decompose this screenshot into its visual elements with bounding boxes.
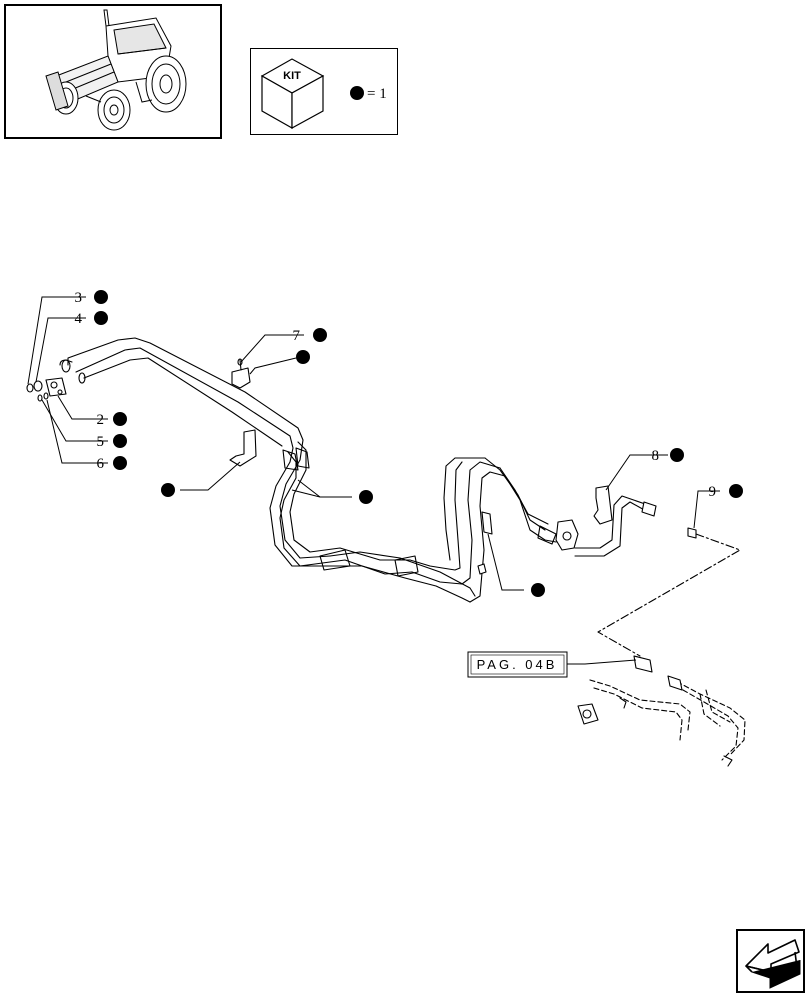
- kit-dot-marker-icon: [350, 86, 364, 100]
- pipe-fitting-end: [641, 501, 657, 517]
- reference-assembly-parts: [577, 675, 733, 767]
- kit-label: KIT: [283, 70, 301, 82]
- kit-dot-marker-icon: [113, 412, 127, 426]
- callout-label-6: 6: [97, 456, 105, 472]
- union-9: [687, 527, 697, 539]
- callout-label-5: 5: [97, 434, 105, 450]
- kit-dot-marker-icon: [94, 311, 108, 325]
- kit-box-icon: [260, 58, 325, 130]
- kit-dot-marker-icon: [161, 483, 175, 497]
- callout-label-2: 2: [97, 412, 105, 428]
- connector-pag: [633, 655, 653, 673]
- kit-dot-marker-icon: [94, 290, 108, 304]
- kit-dot-marker-icon: [359, 490, 373, 504]
- dashed-connection: [597, 533, 741, 657]
- callout-label-4: 4: [75, 311, 83, 327]
- tractor-thumbnail-frame: [4, 4, 222, 139]
- hose-sleeves: [282, 447, 557, 577]
- kit-dot-marker-icon: [296, 350, 310, 364]
- kit-dot-marker-icon: [313, 328, 327, 342]
- next-page-arrow-icon[interactable]: [736, 929, 805, 993]
- page-reference-box[interactable]: PAG. 04B: [467, 651, 568, 678]
- callout-label-3: 3: [75, 290, 83, 306]
- page-reference-label: PAG. 04B: [477, 657, 558, 672]
- kit-legend-frame: [250, 48, 398, 135]
- o-ring-3: [26, 383, 34, 393]
- banjo-fitting: [555, 519, 579, 551]
- callout-label-9: 9: [709, 484, 717, 500]
- o-ring-4: [33, 380, 43, 392]
- leader-lines: [27, 296, 720, 665]
- callout-label-8: 8: [652, 448, 660, 464]
- kit-dot-marker-icon: [531, 583, 545, 597]
- reference-assembly-pipes: [589, 677, 746, 761]
- kit-dot-marker-icon: [729, 484, 743, 498]
- flange-plate: [45, 377, 67, 397]
- bracket-8: [593, 485, 613, 525]
- clamp-bracket-7: [231, 358, 251, 389]
- callout-label-7: 7: [293, 328, 301, 344]
- pipe-open-end-2: [78, 372, 86, 384]
- clamp-bracket-left: [229, 429, 257, 467]
- kit-dot-markers: [94, 290, 743, 597]
- washer-6: [43, 392, 49, 400]
- kit-quantity-text: = 1: [367, 86, 387, 102]
- pipe-main-upper: [67, 337, 649, 603]
- kit-dot-marker-icon: [670, 448, 684, 462]
- clamp-bracket-right: [477, 511, 493, 575]
- pipe-open-end: [61, 359, 71, 373]
- kit-dot-marker-icon: [113, 456, 127, 470]
- washer-5: [37, 394, 43, 402]
- kit-dot-marker-icon: [113, 434, 127, 448]
- tractor-thumbnail-icon: [45, 9, 187, 131]
